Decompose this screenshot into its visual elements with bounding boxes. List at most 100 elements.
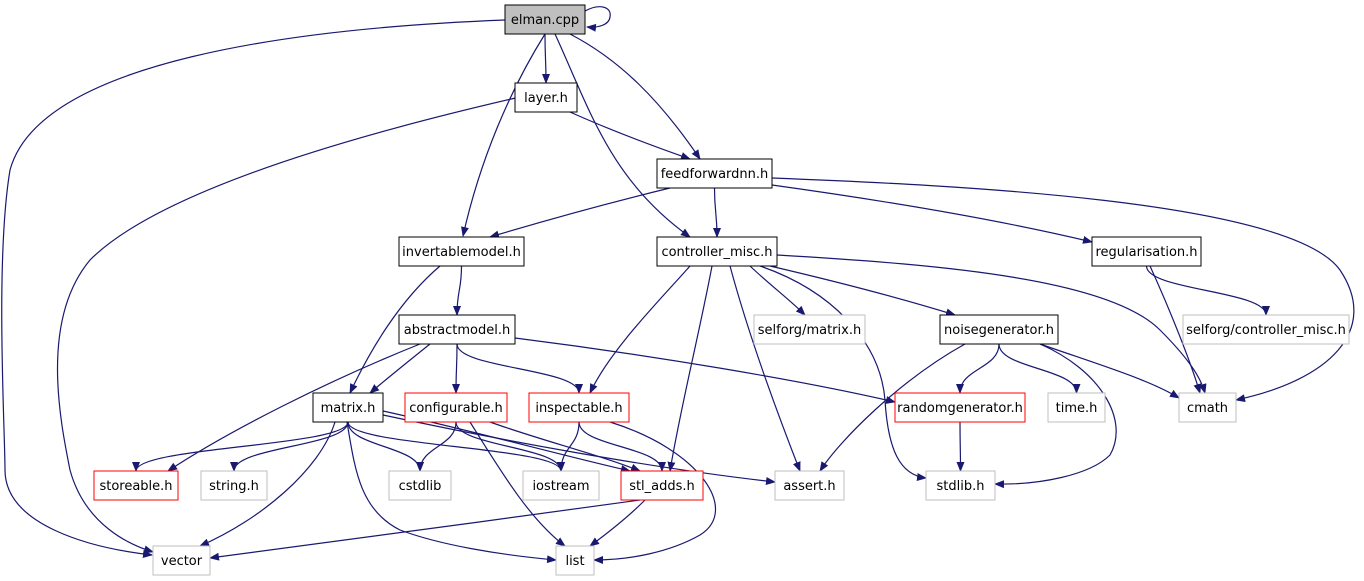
edge-matrix-h-to-vector [199,421,336,547]
edge-elman-cpp-to-vector [1,19,506,558]
node-box [925,470,996,501]
node-label: layer.h [524,91,568,106]
node-box [388,470,452,501]
node-invertablemodel-h[interactable]: invertablemodel.h [398,236,525,267]
node-label: regularisation.h [1095,245,1197,260]
edge-matrix-h-to-string-h [230,421,349,472]
edge-noisegenerator-h-to-randomgenerator-h [956,343,1000,394]
node-cmath[interactable]: cmath [1178,392,1237,423]
edge-elman-cpp-to-elman-cpp [584,6,611,32]
edge-elman-cpp-to-layer-h [541,33,550,84]
edge-feedforwardnn-h-to-cmath [771,177,1355,403]
edge-layer-h-to-vector [56,96,521,554]
edge-matrix-h-to-assert-h [382,414,776,485]
edge-feedforwardnn-h-to-invertablemodel-h [489,187,671,239]
node-label: randomgenerator.h [897,401,1023,416]
node-iostream[interactable]: iostream [522,470,600,501]
edge-elman-cpp-to-feedforwardnn-h [569,33,701,160]
node-stdlib-h[interactable]: stdlib.h [925,470,996,501]
node-feedforwardnn-h[interactable]: feedforwardnn.h [656,158,773,189]
node-elman-cpp[interactable]: elman.cpp [504,4,586,35]
node-layer-h[interactable]: layer.h [514,82,578,113]
node-abstractmodel-h[interactable]: abstractmodel.h [398,314,516,345]
node-vector[interactable]: vector [152,545,211,576]
edge-abstractmodel-h-to-randomgenerator-h [514,337,896,404]
node-label: abstractmodel.h [404,323,511,338]
edge-inspectable-h-to-iostream [557,421,580,472]
node-box [1047,392,1106,423]
node-selforg-matrix-h[interactable]: selforg/matrix.h [753,314,866,345]
node-selforg-controller-misc-h[interactable]: selforg/controller_misc.h [1182,314,1350,345]
node-configurable-h[interactable]: configurable.h [404,392,508,423]
node-label: cstdlib [399,479,442,494]
edge-abstractmodel-h-to-configurable-h [452,343,461,394]
node-noisegenerator-h[interactable]: noisegenerator.h [939,314,1059,345]
edge-configurable-h-to-iostream [455,421,565,472]
node-label: stdlib.h [937,479,985,494]
edge-configurable-h-to-list [469,421,566,547]
node-stl-adds-h[interactable]: stl_adds.h [620,470,704,501]
edge-regularisation-h-to-selforg-controller-misc-h [1145,265,1270,316]
node-box [1178,392,1237,423]
edge-inspectable-h-to-stl-adds-h [578,421,666,472]
edge-configurable-h-to-stl-adds-h [489,421,641,472]
node-string-h[interactable]: string.h [200,470,268,501]
edge-invertablemodel-h-to-matrix-h [349,265,441,394]
edge-noisegenerator-h-to-time-h [998,343,1081,394]
node-label: storeable.h [99,479,172,494]
edge-matrix-h-to-cstdlib [347,421,424,472]
edge-stl-adds-h-to-list [589,499,646,547]
edge-elman-cpp-to-invertablemodel-h [461,33,546,237]
node-label: elman.cpp [511,13,579,28]
node-label: assert.h [783,479,835,494]
node-box [939,314,1059,345]
node-box [200,470,268,501]
node-cstdlib[interactable]: cstdlib [388,470,452,501]
node-assert-h[interactable]: assert.h [774,470,845,501]
node-label: noisegenerator.h [944,323,1054,338]
edge-inspectable-h-to-list [593,421,717,564]
node-regularisation-h[interactable]: regularisation.h [1091,236,1202,267]
node-inspectable-h[interactable]: inspectable.h [528,392,630,423]
edge-randomgenerator-h-to-stdlib-h [956,421,965,472]
node-time-h[interactable]: time.h [1047,392,1106,423]
edge-controller-misc-h-to-noisegenerator-h [769,265,956,317]
node-label: selforg/controller_misc.h [1186,323,1346,338]
edge-abstractmodel-h-to-inspectable-h [456,343,583,394]
node-randomgenerator-h[interactable]: randomgenerator.h [894,392,1026,423]
node-box [528,392,630,423]
node-label: list [565,554,584,569]
node-label: vector [161,554,203,569]
edge-noisegenerator-h-to-assert-h [819,343,966,472]
edge-controller-misc-h-to-selforg-matrix-h [749,265,806,316]
node-storeable-h[interactable]: storeable.h [93,470,179,501]
edge-feedforwardnn-h-to-controller-misc-h [712,187,721,238]
node-box [555,545,595,576]
edge-abstractmodel-h-to-matrix-h [369,343,431,394]
node-box [1182,314,1350,345]
node-box [504,4,586,35]
edge-controller-misc-h-to-inspectable-h [589,265,691,394]
nodes-layer: elman.cpp layer.h feedforwardnn.h invertabl… [93,4,1350,576]
edge-abstractmodel-h-to-storeable-h [167,343,421,472]
node-box [1091,236,1202,267]
edge-feedforwardnn-h-to-regularisation-h [771,184,1093,244]
edge-controller-misc-h-to-assert-h [729,265,801,472]
node-label: string.h [209,479,259,494]
node-box [398,314,516,345]
edges-layer [1,6,1355,564]
node-box [312,392,384,423]
node-box [774,470,845,501]
node-matrix-h[interactable]: matrix.h [312,392,384,423]
node-controller-misc-h[interactable]: controller_misc.h [656,236,778,267]
node-box [404,392,508,423]
node-list[interactable]: list [555,545,595,576]
edge-regularisation-h-to-cmath [1149,265,1202,394]
node-box [894,392,1026,423]
node-label: time.h [1056,401,1098,416]
edge-configurable-h-to-cstdlib [416,421,457,472]
edge-elman-cpp-to-controller-misc-h [554,33,691,238]
node-box [620,470,704,501]
edge-controller-misc-h-to-stl-adds-h [667,265,713,472]
